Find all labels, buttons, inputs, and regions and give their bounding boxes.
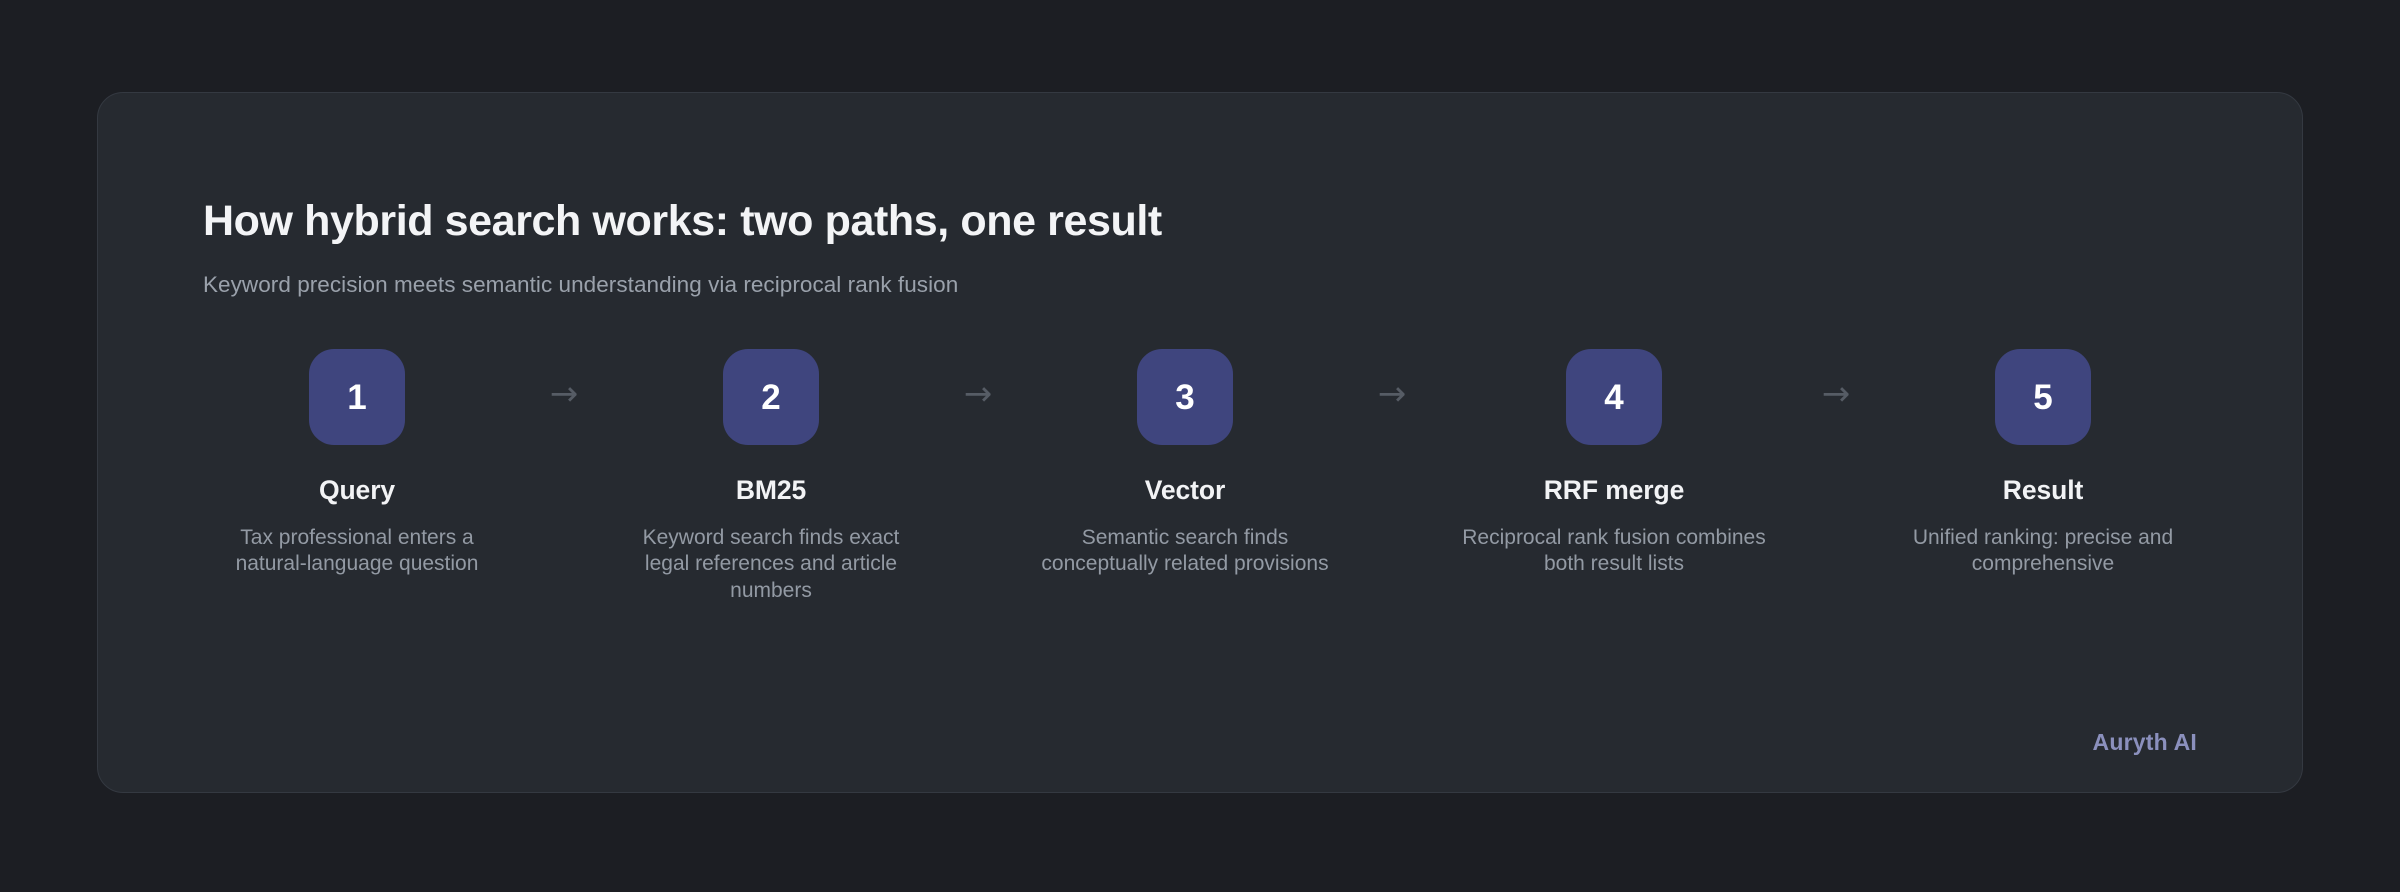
arrow-right-icon: → [549,374,579,414]
process-flow: 1 Query Tax professional enters a natura… [98,349,2302,604]
flow-step-result: 5 Result Unified ranking: precise and co… [1893,349,2193,578]
arrow-right-icon: → [963,374,993,414]
content-card: How hybrid search works: two paths, one … [97,92,2303,793]
step-title: Query [318,475,396,505]
flow-step-vector: 3 Vector Semantic search finds conceptua… [1035,349,1335,578]
step-title: BM25 [735,475,807,505]
flow-step-bm25: 2 BM25 Keyword search finds exact legal … [621,349,921,604]
step-number-badge: 1 [309,349,405,445]
step-description: Tax professional enters a natural-langua… [235,526,479,576]
brand-label: Auryth AI [2092,729,2197,755]
step-title: Result [2002,475,2084,505]
flow-step-query: 1 Query Tax professional enters a natura… [207,349,507,578]
arrow-right-icon: → [1821,374,1851,414]
step-number-badge: 4 [1566,349,1662,445]
step-number-badge: 3 [1137,349,1233,445]
flow-step-rrf-merge: 4 RRF merge Reciprocal rank fusion combi… [1449,349,1779,578]
step-description: Unified ranking: precise and comprehensi… [1912,526,2174,576]
step-description: Keyword search finds exact legal referen… [642,526,900,602]
step-description: Semantic search finds conceptually relat… [1041,526,1329,576]
step-number-badge: 2 [723,349,819,445]
page-title: How hybrid search works: two paths, one … [203,197,1162,245]
arrow-right-icon: → [1377,374,1407,414]
step-title: Vector [1144,475,1226,505]
step-number-badge: 5 [1995,349,2091,445]
step-title: RRF merge [1543,475,1685,505]
step-description: Reciprocal rank fusion combines both res… [1462,526,1766,576]
page-subtitle: Keyword precision meets semantic underst… [203,272,959,297]
